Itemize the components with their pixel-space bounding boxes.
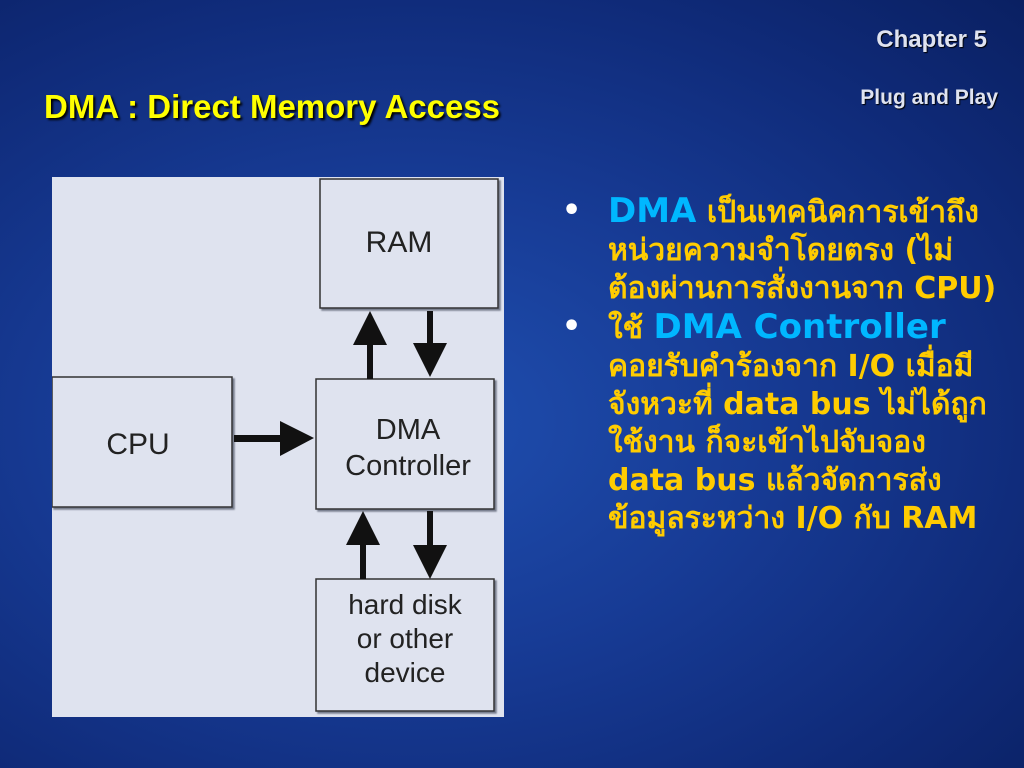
device-label-line1: hard disk xyxy=(348,589,463,620)
device-box: hard disk or other device xyxy=(315,578,495,712)
bullet-item-1: • DMA เป็นเทคนิคการเข้าถึงหน่วยความจำโดย… xyxy=(562,192,1002,308)
device-label-line3: device xyxy=(365,657,446,688)
slide-title: DMA : Direct Memory Access xyxy=(44,88,501,125)
cpu-box: CPU xyxy=(52,376,233,508)
bullet-text: คอยรับคำร้องจาก I/O เมื่อมีจังหวะที่ dat… xyxy=(608,349,987,536)
arrow-ram-to-dma xyxy=(413,311,447,377)
slide-subtitle: Plug and Play xyxy=(860,86,998,109)
arrow-device-to-dma xyxy=(346,511,380,579)
arrow-dma-to-ram xyxy=(353,311,387,379)
ram-label: RAM xyxy=(366,226,433,259)
dma-controller-box: DMA Controller xyxy=(315,378,495,510)
ram-box: RAM xyxy=(319,178,499,309)
bullet-icon: • xyxy=(562,193,582,228)
bullet-item-2: • ใช้ DMA Controller คอยรับคำร้องจาก I/O… xyxy=(562,308,1002,538)
bullet-text: เป็นเทคนิคการเข้าถึงหน่วยความจำโดยตรง (ไ… xyxy=(608,195,997,306)
arrow-cpu-to-dma xyxy=(234,421,314,456)
device-label-line2: or other xyxy=(357,623,454,654)
dma-diagram: RAM CPU DMA Controller hard disk or othe… xyxy=(52,177,504,717)
bullet-keyword: DMA Controller xyxy=(653,307,946,347)
dma-label-line2: Controller xyxy=(345,450,471,482)
bullet-icon: • xyxy=(562,309,582,344)
chapter-label: Chapter 5 xyxy=(876,26,987,53)
bullet-prefix: ใช้ xyxy=(608,311,644,346)
arrow-dma-to-device xyxy=(413,511,447,579)
dma-label-line1: DMA xyxy=(376,414,441,446)
bullet-keyword: DMA xyxy=(608,191,697,231)
cpu-label: CPU xyxy=(106,428,169,461)
bullet-list: • DMA เป็นเทคนิคการเข้าถึงหน่วยความจำโดย… xyxy=(562,192,1002,538)
